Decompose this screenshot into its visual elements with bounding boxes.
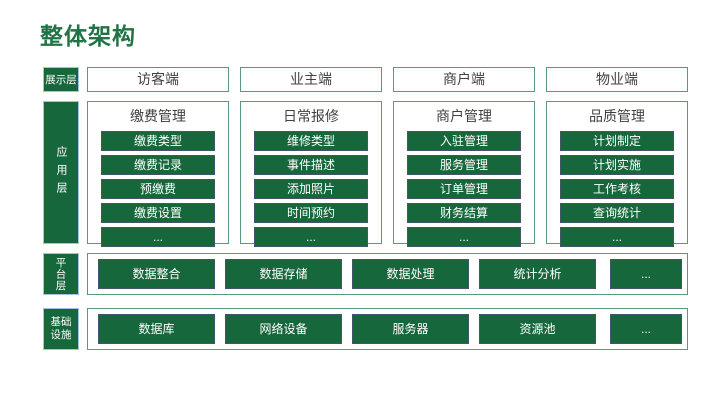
app-feature-chip: 工作考核 [560, 179, 674, 199]
app-column-title: 日常报修 [283, 108, 339, 124]
platform-service-chip: 统计分析 [479, 259, 596, 289]
app-feature-chip: 计划制定 [560, 131, 674, 151]
app-feature-chip-more: ... [407, 227, 521, 247]
platform-service-chip: 数据处理 [352, 259, 469, 289]
app-feature-chip: 计划实施 [560, 155, 674, 175]
platform-service-chip: 数据存储 [225, 259, 342, 289]
app-column-title: 品质管理 [589, 108, 645, 124]
app-feature-chip: 入驻管理 [407, 131, 521, 151]
display-terminal-box: 业主端 [240, 67, 382, 92]
app-feature-chip: 缴费设置 [101, 203, 215, 223]
app-feature-chip: 预缴费 [101, 179, 215, 199]
app-feature-chip: 服务管理 [407, 155, 521, 175]
infra-resource-chip: 资源池 [479, 314, 596, 344]
infrastructure-tray: 数据库 网络设备 服务器 资源池 ... [87, 308, 688, 350]
app-feature-chip: 维修类型 [254, 131, 368, 151]
app-feature-chip: 缴费记录 [101, 155, 215, 175]
app-feature-chip-more: ... [560, 227, 674, 247]
app-column-quality: 品质管理 计划制定 计划实施 工作考核 查询统计 ... [546, 101, 688, 247]
infra-resource-chip-more: ... [610, 314, 682, 344]
app-feature-chip: 时间预约 [254, 203, 368, 223]
layer-label-application: 应用层 [43, 101, 79, 244]
display-terminal-box: 访客端 [87, 67, 229, 92]
app-column-payment: 缴费管理 缴费类型 缴费记录 预缴费 缴费设置 ... [87, 101, 229, 247]
app-column-title: 商户管理 [436, 108, 492, 124]
app-feature-chip: 订单管理 [407, 179, 521, 199]
platform-tray: 数据整合 数据存储 数据处理 统计分析 ... [87, 253, 688, 295]
app-feature-chip: 查询统计 [560, 203, 674, 223]
app-column-repair: 日常报修 维修类型 事件描述 添加照片 时间预约 ... [240, 101, 382, 247]
infra-resource-chip: 网络设备 [225, 314, 342, 344]
infra-resource-chip: 数据库 [98, 314, 215, 344]
app-feature-chip: 添加照片 [254, 179, 368, 199]
app-column-title: 缴费管理 [130, 108, 186, 124]
layer-label-platform: 平台层 [43, 253, 79, 295]
page-title: 整体架构 [40, 23, 136, 49]
platform-service-chip-more: ... [610, 259, 682, 289]
platform-service-chip: 数据整合 [98, 259, 215, 289]
layer-label-display: 展示层 [43, 67, 79, 92]
app-feature-chip-more: ... [101, 227, 215, 247]
display-terminal-box: 物业端 [546, 67, 688, 92]
app-feature-chip: 事件描述 [254, 155, 368, 175]
app-feature-chip: 缴费类型 [101, 131, 215, 151]
app-feature-chip: 财务结算 [407, 203, 521, 223]
app-feature-chip-more: ... [254, 227, 368, 247]
infra-resource-chip: 服务器 [352, 314, 469, 344]
display-terminal-box: 商户端 [393, 67, 535, 92]
app-column-merchant: 商户管理 入驻管理 服务管理 订单管理 财务结算 ... [393, 101, 535, 247]
layer-label-infrastructure: 基础设施 [43, 308, 79, 350]
